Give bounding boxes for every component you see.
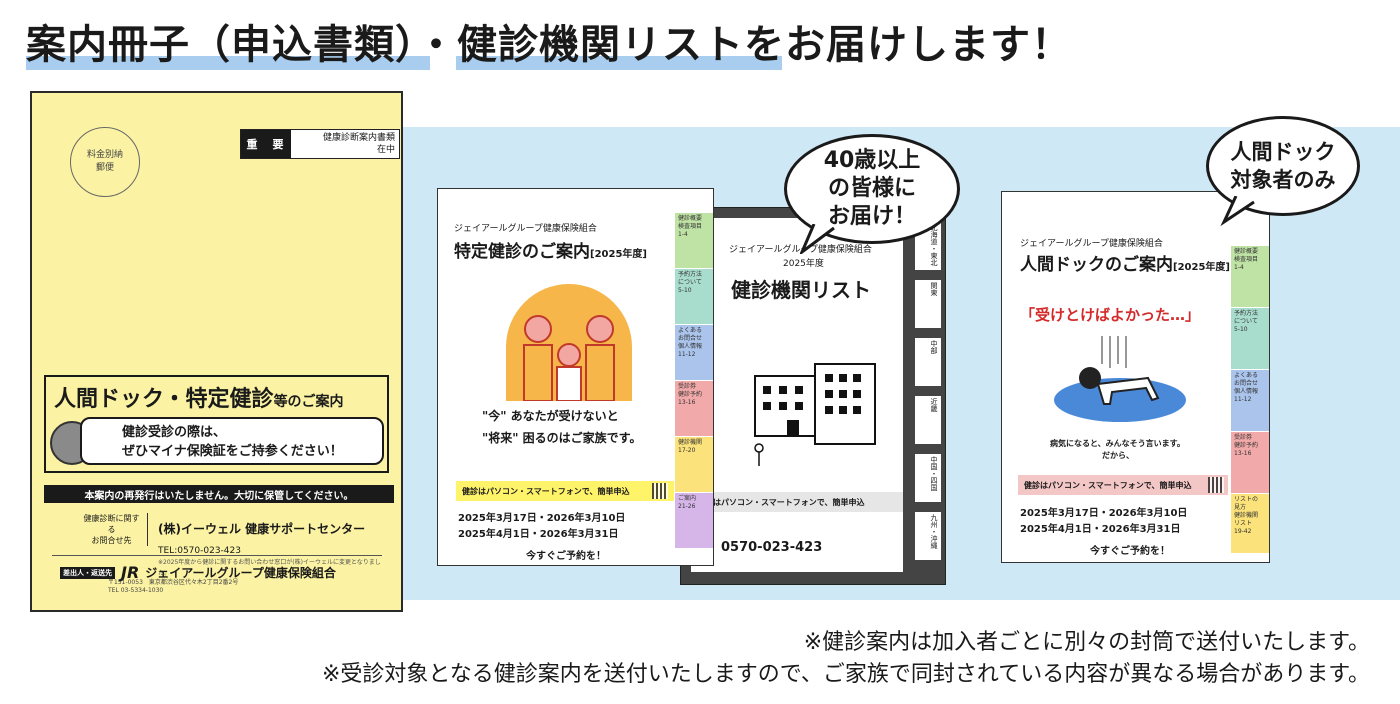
tab-6: ご案内 21-26	[675, 493, 713, 549]
booklet-2-year: 2025年度	[783, 259, 824, 269]
booklet-human-dock: ジェイアールグループ健康保険組合 人間ドックのご案内[2025年度] 「受けとけ…	[1001, 191, 1270, 563]
qr-code-icon	[1208, 477, 1224, 493]
booklet-2-apply: 健診はパソコン・スマートフォンで、簡単申込	[691, 492, 903, 512]
booklet-2-title: 健診機関リスト	[731, 278, 871, 302]
booklet-1-dates-b: 2025年4月1日・2026年3月31日	[458, 529, 619, 540]
booklet-1-title: 特定健診のご案内[2025年度]	[454, 242, 647, 262]
contact-label: 健康診断に関する お問合せ先	[82, 513, 148, 546]
tab-region-5: 中国・四国	[915, 454, 941, 502]
headline-part1: 案内冊子（申込書類）	[26, 22, 416, 68]
sender-org: ジェイアールグループ健康保険組合	[145, 566, 336, 580]
booklet-3-org: ジェイアールグループ健康保険組合	[1020, 239, 1163, 249]
booklet-2-page: ジェイアールグループ健康保険組合 2025年度 健診機関リスト 健診はパソコン・…	[691, 218, 903, 572]
note-line-2: ※受診対象となる健診案内を送付いたしますので、ご家族で同封されている内容が異なる…	[321, 662, 1370, 687]
booklet-3-dates-a: 2025年3月17日・2026年3月10日	[1020, 508, 1188, 519]
booklet-3-msg2: だから、	[1102, 451, 1134, 460]
tab-4: 受診券 健診予約 13-16	[1231, 432, 1269, 494]
booklet-3-quote: 「受けとけばよかった…」	[1020, 306, 1201, 324]
booklet-3-title: 人間ドックのご案内[2025年度]	[1020, 255, 1230, 275]
tab-region-4: 近畿	[915, 396, 941, 444]
booklet-2-org: ジェイアールグループ健康保険組合	[729, 245, 872, 255]
booklet-1-apply: 健診はパソコン・スマートフォンで、簡単申込	[456, 481, 674, 501]
sender-tag: 差出人・返送先	[60, 566, 115, 579]
booklet-2-tel: 0570-023-423	[721, 540, 823, 555]
booklet-1-msg2: "将来" 困るのはご家族です。	[482, 431, 642, 445]
tab-5: リストの 見方 健診機関 リスト 19-42	[1231, 494, 1269, 554]
contact-tel: TEL:0570-023-423	[158, 546, 241, 556]
qr-code-icon	[652, 483, 668, 499]
contact-block: 健康診断に関する お問合せ先 (株)イーウェル 健康サポートセンター TEL:0…	[82, 513, 382, 579]
reissue-notice: 本案内の再発行はいたしません。大切に保管してください。	[44, 485, 394, 503]
important-text: 健康診断案内書類 在中	[322, 133, 395, 155]
envelope: 料金別納 郵便 重 要 健康診断案内書類 在中 人間ドック・特定健診等のご案内 …	[30, 91, 403, 612]
booklet-3-apply: 健診はパソコン・スマートフォンで、簡単申込	[1018, 475, 1228, 495]
tab-4: 受診券 健診予約 13-16	[675, 381, 713, 437]
headline-sep: ・	[416, 22, 457, 68]
speech-bubble-tail	[800, 224, 835, 254]
tab-1: 健診概要 検査項目 1-4	[675, 213, 713, 269]
speech-bubble-tail	[1220, 196, 1255, 226]
important-label: 重 要	[241, 130, 291, 158]
booklet-1-dates-a: 2025年3月17日・2026年3月10日	[458, 513, 626, 524]
highlight-mark-2	[456, 56, 782, 70]
booklet-3-cta: 今すぐご予約を！	[1090, 546, 1170, 557]
tab-3: よくある お問合せ 個人情報 11-12	[675, 325, 713, 381]
tab-region-2: 関東	[915, 280, 941, 328]
tab-5: 健診機関 17-20	[675, 437, 713, 493]
promo-title: 人間ドック・特定健診等のご案内	[54, 387, 344, 412]
mynumber-card-notice: 健診受診の際は、 ぜひマイナ保険証をご持参ください！	[80, 417, 384, 465]
sender-address: 〒151-0053 東京都渋谷区代々木2丁目2番2号 TEL 03-5334-1…	[108, 579, 239, 594]
promo-panel: 人間ドック・特定健診等のご案内 健診受診の際は、 ぜひマイナ保険証をご持参くださ…	[44, 375, 389, 473]
booklet-3-dates-b: 2025年4月1日・2026年3月31日	[1020, 524, 1181, 535]
postmark-stamp: 料金別納 郵便	[70, 127, 140, 197]
booklet-1-cta: 今すぐご予約を！	[526, 551, 606, 562]
important-tag: 重 要 健康診断案内書類 在中	[240, 129, 400, 159]
tab-2: 予約方法 について 5-10	[675, 269, 713, 325]
highlight-mark-1	[26, 56, 430, 70]
booklet-1-org: ジェイアールグループ健康保険組合	[454, 224, 597, 234]
building-illustration	[754, 363, 876, 466]
tab-2: 予約方法 について 5-10	[1231, 308, 1269, 370]
note-line-1: ※健診案内は加入者ごとに別々の封筒で送付いたします。	[803, 630, 1370, 655]
booklet-hospital-list: ジェイアールグループ健康保険組合 2025年度 健診機関リスト 健診はパソコン・…	[680, 207, 946, 585]
regret-illustration	[1054, 336, 1186, 422]
booklet-3-msg1: 病気になると、みんなそう言います。	[1050, 439, 1185, 448]
divider	[52, 555, 382, 556]
booklet-1-msg1: "今" あなたが受けないと	[482, 409, 619, 423]
contact-note: ※2025年度から健診に関するお問い合わせ窓口が(株)イーウェルに変更となりまし…	[158, 559, 381, 577]
booklet-3-tabs: 健診概要 検査項目 1-4 予約方法 について 5-10 よくある お問合せ 個…	[1231, 246, 1269, 554]
tab-region-6: 九州・沖縄	[915, 512, 941, 560]
tab-3: よくある お問合せ 個人情報 11-12	[1231, 370, 1269, 432]
contact-org: (株)イーウェル 健康サポートセンター	[158, 522, 366, 536]
tab-region-3: 中部	[915, 338, 941, 386]
headline: 案内冊子（申込書類）・健診機関リストをお届けします！	[26, 20, 1072, 76]
speech-bubble-dock: 人間ドック 対象者のみ	[1206, 116, 1360, 216]
sender-block: 差出人・返送先 JR ジェイアールグループ健康保険組合	[60, 563, 336, 582]
family-illustration	[506, 284, 632, 401]
tab-1: 健診概要 検査項目 1-4	[1231, 246, 1269, 308]
headline-part3: をお届けします！	[744, 22, 1072, 68]
headline-part2: 健診機関リスト	[457, 22, 744, 68]
jr-logo: JR	[121, 563, 140, 582]
booklet-1-tabs: 健診概要 検査項目 1-4 予約方法 について 5-10 よくある お問合せ 個…	[675, 213, 713, 549]
booklet-specific-checkup: ジェイアールグループ健康保険組合 特定健診のご案内[2025年度] "今" あな…	[437, 188, 714, 566]
